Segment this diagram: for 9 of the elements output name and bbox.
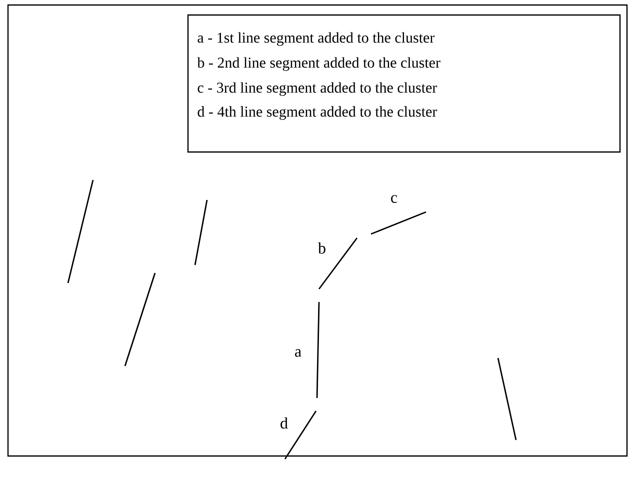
label: d - 4th line segment added to the cluster xyxy=(198,106,438,120)
segment-letter: c xyxy=(391,195,398,203)
label: c - 3rd line segment added to the cluster xyxy=(198,82,438,96)
legend-box: a - 1st line segment added to the cluster b - 2nd line segment added to the cluster c - 3rd line segment added to the cluster d - 4th line segment added to the cluster xyxy=(187,14,621,153)
label: b - 2nd line segment added to the cluster xyxy=(197,57,440,71)
segment-letter: d xyxy=(280,417,288,429)
segment-letter: b xyxy=(318,242,326,254)
label: a - 1st line segment added to the cluster xyxy=(198,32,435,46)
segment-letter: a xyxy=(295,349,302,357)
